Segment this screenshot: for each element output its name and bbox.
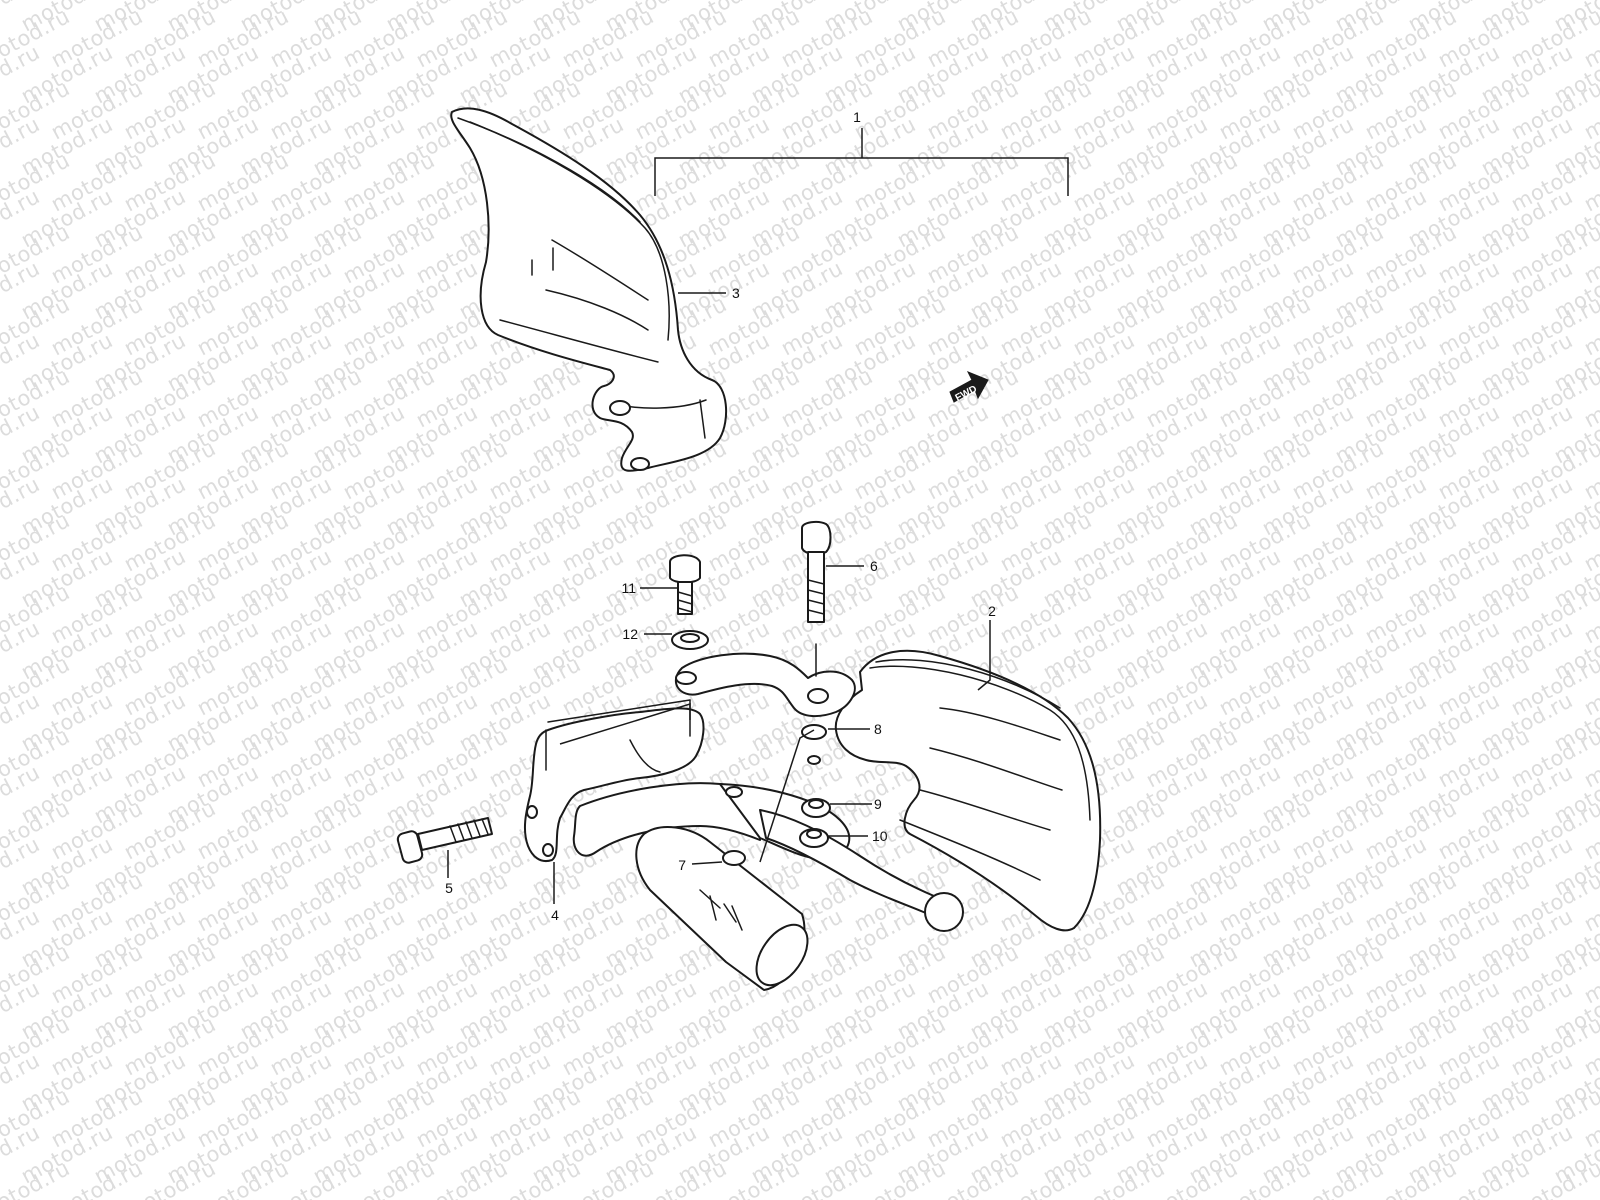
callout-11: 11 [621,580,636,596]
callout-3: 3 [732,285,740,301]
callout-1: 1 [853,109,861,125]
washer-12 [671,630,709,650]
callout-10: 10 [872,828,888,844]
callout-8: 8 [874,721,882,737]
callout-2: 2 [988,603,996,619]
nut-10 [799,828,829,848]
callout-6: 6 [870,558,878,574]
callout-4: 4 [551,907,559,923]
callout-9: 9 [874,796,882,812]
nut-9 [801,798,831,818]
callout-5: 5 [445,880,453,896]
callout-7: 7 [678,857,686,873]
callout-12: 12 [622,626,638,642]
